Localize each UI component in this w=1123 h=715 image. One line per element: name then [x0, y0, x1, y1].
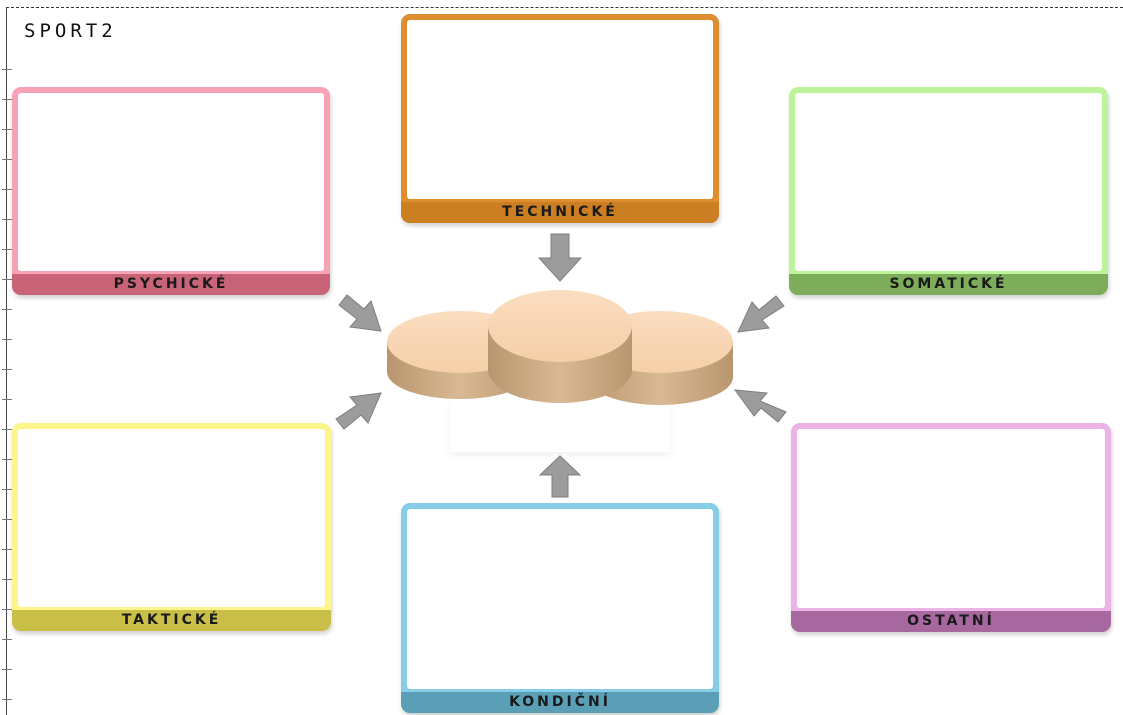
box-somaticke-label: SOMATICKÉ: [789, 274, 1108, 295]
left-margin-ticks: [2, 40, 12, 710]
arrow-from-takticke: [335, 392, 382, 430]
disc-right: [587, 311, 733, 405]
box-somaticke-content: [795, 93, 1102, 271]
box-technicke: TECHNICKÉ: [401, 14, 719, 223]
box-ostatni: OSTATNÍ: [791, 423, 1111, 632]
box-somaticke: SOMATICKÉ: [789, 87, 1108, 295]
center-label-area: [450, 400, 670, 452]
box-technicke-content: [407, 20, 713, 199]
disc-left: [387, 311, 533, 399]
disc-center: [488, 290, 632, 403]
arrow-from-kondicni: [538, 455, 582, 498]
box-takticke: TAKTICKÉ: [12, 423, 331, 631]
box-psychicke-content: [18, 93, 324, 271]
arrow-from-somaticke: [737, 295, 785, 333]
box-psychicke: PSYCHICKÉ: [12, 87, 330, 295]
box-ostatni-content: [797, 429, 1105, 608]
center-discs: [387, 290, 733, 405]
box-psychicke-label: PSYCHICKÉ: [12, 274, 330, 295]
arrow-from-psychicke: [338, 294, 382, 332]
box-technicke-label: TECHNICKÉ: [401, 202, 719, 223]
arrow-from-technicke: [537, 233, 583, 282]
box-kondicni-label: KONDIČNÍ: [401, 692, 719, 713]
box-ostatni-label: OSTATNÍ: [791, 611, 1111, 632]
top-dashed-border: [6, 7, 1123, 8]
box-kondicni-content: [407, 509, 713, 689]
page-label: SPORT2: [24, 20, 117, 42]
box-takticke-label: TAKTICKÉ: [12, 610, 331, 631]
box-takticke-content: [18, 429, 325, 607]
box-kondicni: KONDIČNÍ: [401, 503, 719, 713]
arrow-from-ostatni: [733, 389, 787, 423]
